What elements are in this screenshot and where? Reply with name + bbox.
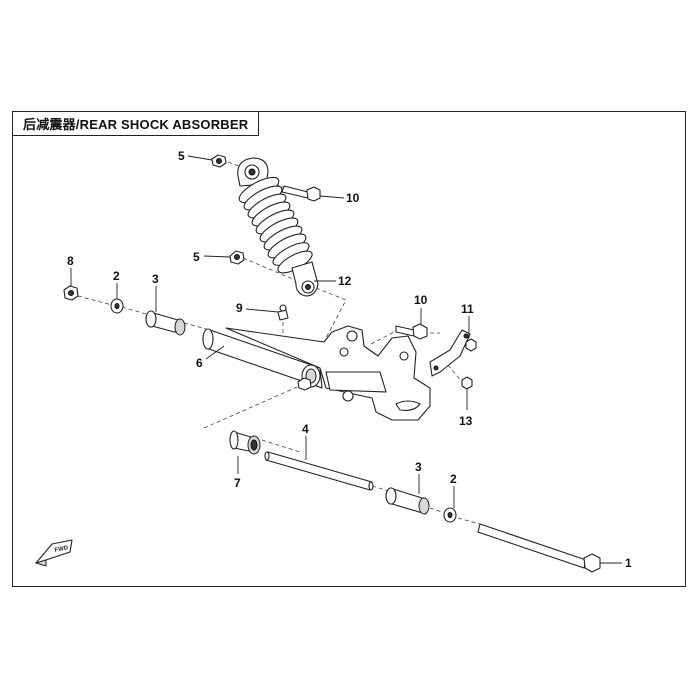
diagram-frame: 后减震器/REAR SHOCK ABSORBER (12, 111, 686, 587)
callout-5-top: 5 (178, 149, 185, 163)
callout-2-left: 2 (113, 269, 120, 283)
rear-shock-absorber (237, 157, 319, 297)
nut-8 (63, 285, 79, 301)
washer-2-right (443, 507, 457, 523)
callout-11: 11 (461, 302, 474, 316)
screw-13 (461, 376, 473, 390)
callout-12: 12 (338, 274, 352, 288)
bushing-3-right (385, 487, 430, 515)
fwd-label: FWD (54, 545, 69, 554)
bearing-7 (229, 430, 261, 455)
bushing-3-left (145, 310, 186, 336)
callout-9: 9 (236, 301, 243, 315)
bracket-11 (429, 329, 477, 377)
callout-2-right: 2 (450, 472, 457, 486)
callout-3-right: 3 (415, 460, 422, 474)
callouts: 5 10 5 12 8 2 3 9 6 10 11 13 4 7 3 2 1 (67, 149, 632, 570)
diagram-title: 后减震器/REAR SHOCK ABSORBER (13, 112, 260, 136)
grease-fitting-9 (277, 304, 289, 321)
shaft-4 (264, 451, 374, 491)
callout-6: 6 (196, 356, 203, 370)
callout-1: 1 (625, 556, 632, 570)
swing-arm-6 (202, 325, 431, 421)
callout-10-top: 10 (346, 191, 360, 205)
callout-10-middle: 10 (414, 293, 428, 307)
callout-13: 13 (459, 414, 473, 428)
callout-8: 8 (67, 254, 74, 268)
callout-7: 7 (234, 476, 241, 490)
bolt-10-top (281, 185, 321, 202)
nut-5-lower (229, 250, 245, 265)
nut-5-top (211, 154, 227, 168)
callout-3-left: 3 (152, 272, 159, 286)
shock-spring (238, 176, 313, 274)
long-bolt-1 (477, 523, 601, 573)
bolt-10-middle (395, 323, 428, 340)
forward-direction-arrow-icon: FWD (34, 539, 73, 567)
washer-2-left (110, 298, 124, 314)
callout-4: 4 (302, 422, 309, 436)
callout-5-lower: 5 (193, 250, 200, 264)
